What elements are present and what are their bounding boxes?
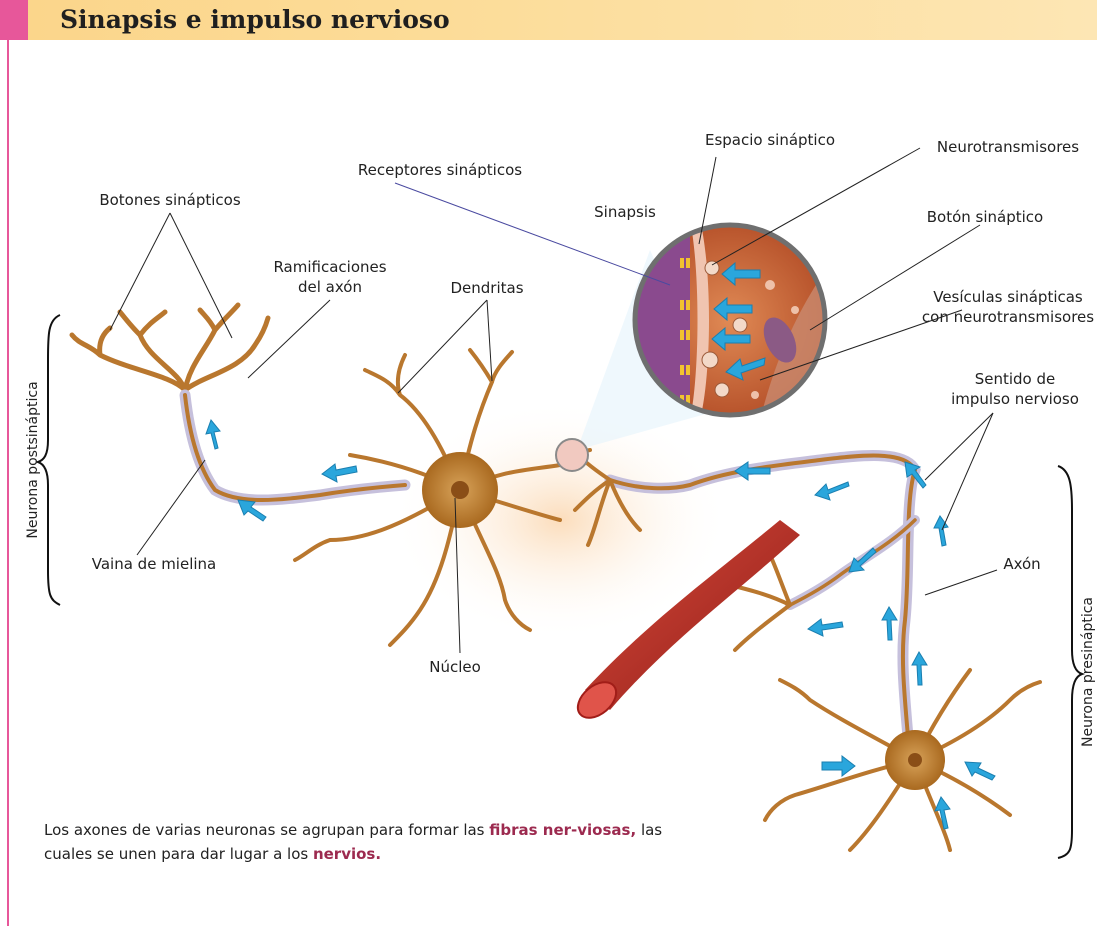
- caption-bold-nervios: nervios.: [313, 845, 381, 863]
- caption-text-1: Los axones de varias neuronas se agrupan…: [44, 821, 489, 839]
- synapse-marker-circle: [556, 439, 588, 471]
- label-vesiculas-1: Vesículas sinápticas: [933, 288, 1083, 306]
- label-espacio-sinaptico: Espacio sináptico: [705, 131, 835, 149]
- label-neurotransmisores: Neurotransmisores: [937, 138, 1079, 156]
- label-boton-sinaptico: Botón sináptico: [927, 208, 1043, 226]
- postsynaptic-nucleus: [451, 481, 469, 499]
- label-receptores: Receptores sinápticos: [358, 161, 522, 179]
- caption-bold-fibras: fibras ner-viosas,: [489, 821, 636, 839]
- label-sinapsis: Sinapsis: [594, 203, 656, 221]
- label-neurona-presinaptica: Neurona presináptica: [1080, 597, 1096, 747]
- presynaptic-nucleus: [908, 753, 922, 767]
- label-dendritas: Dendritas: [450, 279, 523, 297]
- label-botones-sinapticos: Botones sinápticos: [99, 191, 241, 209]
- label-axon: Axón: [1003, 555, 1040, 573]
- postsynaptic-brace: [38, 315, 60, 605]
- label-sentido-2: impulso nervioso: [951, 390, 1079, 408]
- label-neurona-postsinaptica: Neurona postsináptica: [25, 381, 41, 538]
- caption: Los axones de varias neuronas se agrupan…: [44, 818, 664, 866]
- label-vaina-mielina: Vaina de mielina: [92, 555, 216, 573]
- label-sentido-1: Sentido de: [975, 370, 1056, 388]
- label-ramificaciones-2: del axón: [298, 278, 362, 296]
- label-nucleo: Núcleo: [429, 658, 481, 676]
- presynaptic-brace: [1058, 466, 1082, 858]
- label-ramificaciones-1: Ramificaciones: [273, 258, 386, 276]
- label-vesiculas-2: con neurotransmisores: [922, 308, 1094, 326]
